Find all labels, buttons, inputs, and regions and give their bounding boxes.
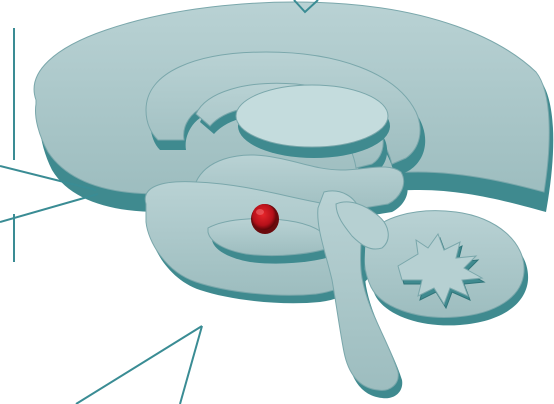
location-marker bbox=[251, 204, 279, 234]
thalamus bbox=[236, 85, 388, 147]
